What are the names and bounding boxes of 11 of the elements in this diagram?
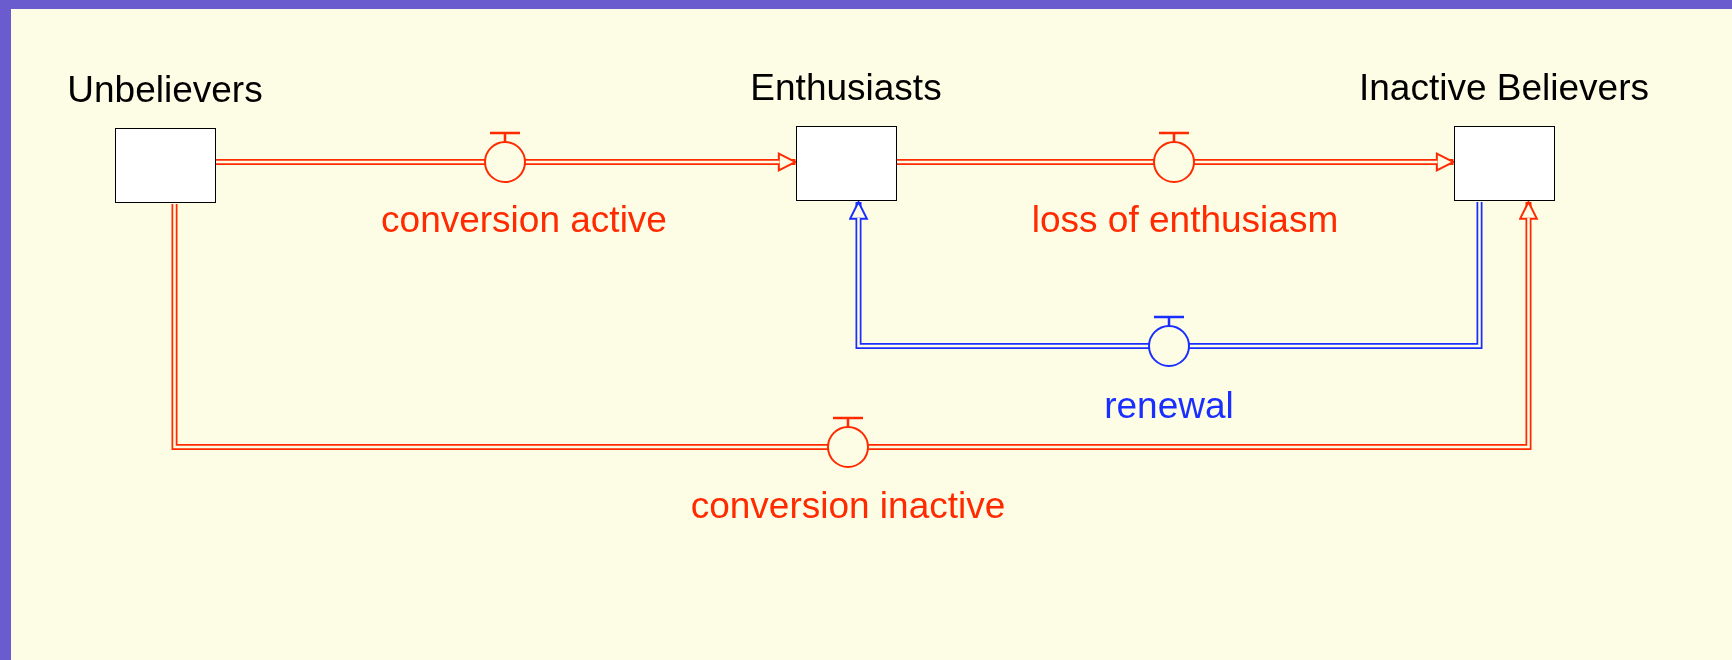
flow-pipe [215, 152, 797, 172]
flow-pipe [171, 201, 1538, 450]
flow-pipe [849, 201, 1483, 349]
stock-name: Inactive Believers [1359, 66, 1649, 110]
flow-label: conversion active [381, 198, 667, 242]
flow-label: renewal [1104, 384, 1234, 428]
stock-name: Unbelievers [67, 68, 263, 112]
flow-label: loss of enthusiasm [1031, 198, 1339, 242]
flow-label: conversion inactive [690, 484, 1006, 528]
stock-name: Enthusiasts [750, 66, 942, 110]
flow-pipe [896, 152, 1455, 172]
